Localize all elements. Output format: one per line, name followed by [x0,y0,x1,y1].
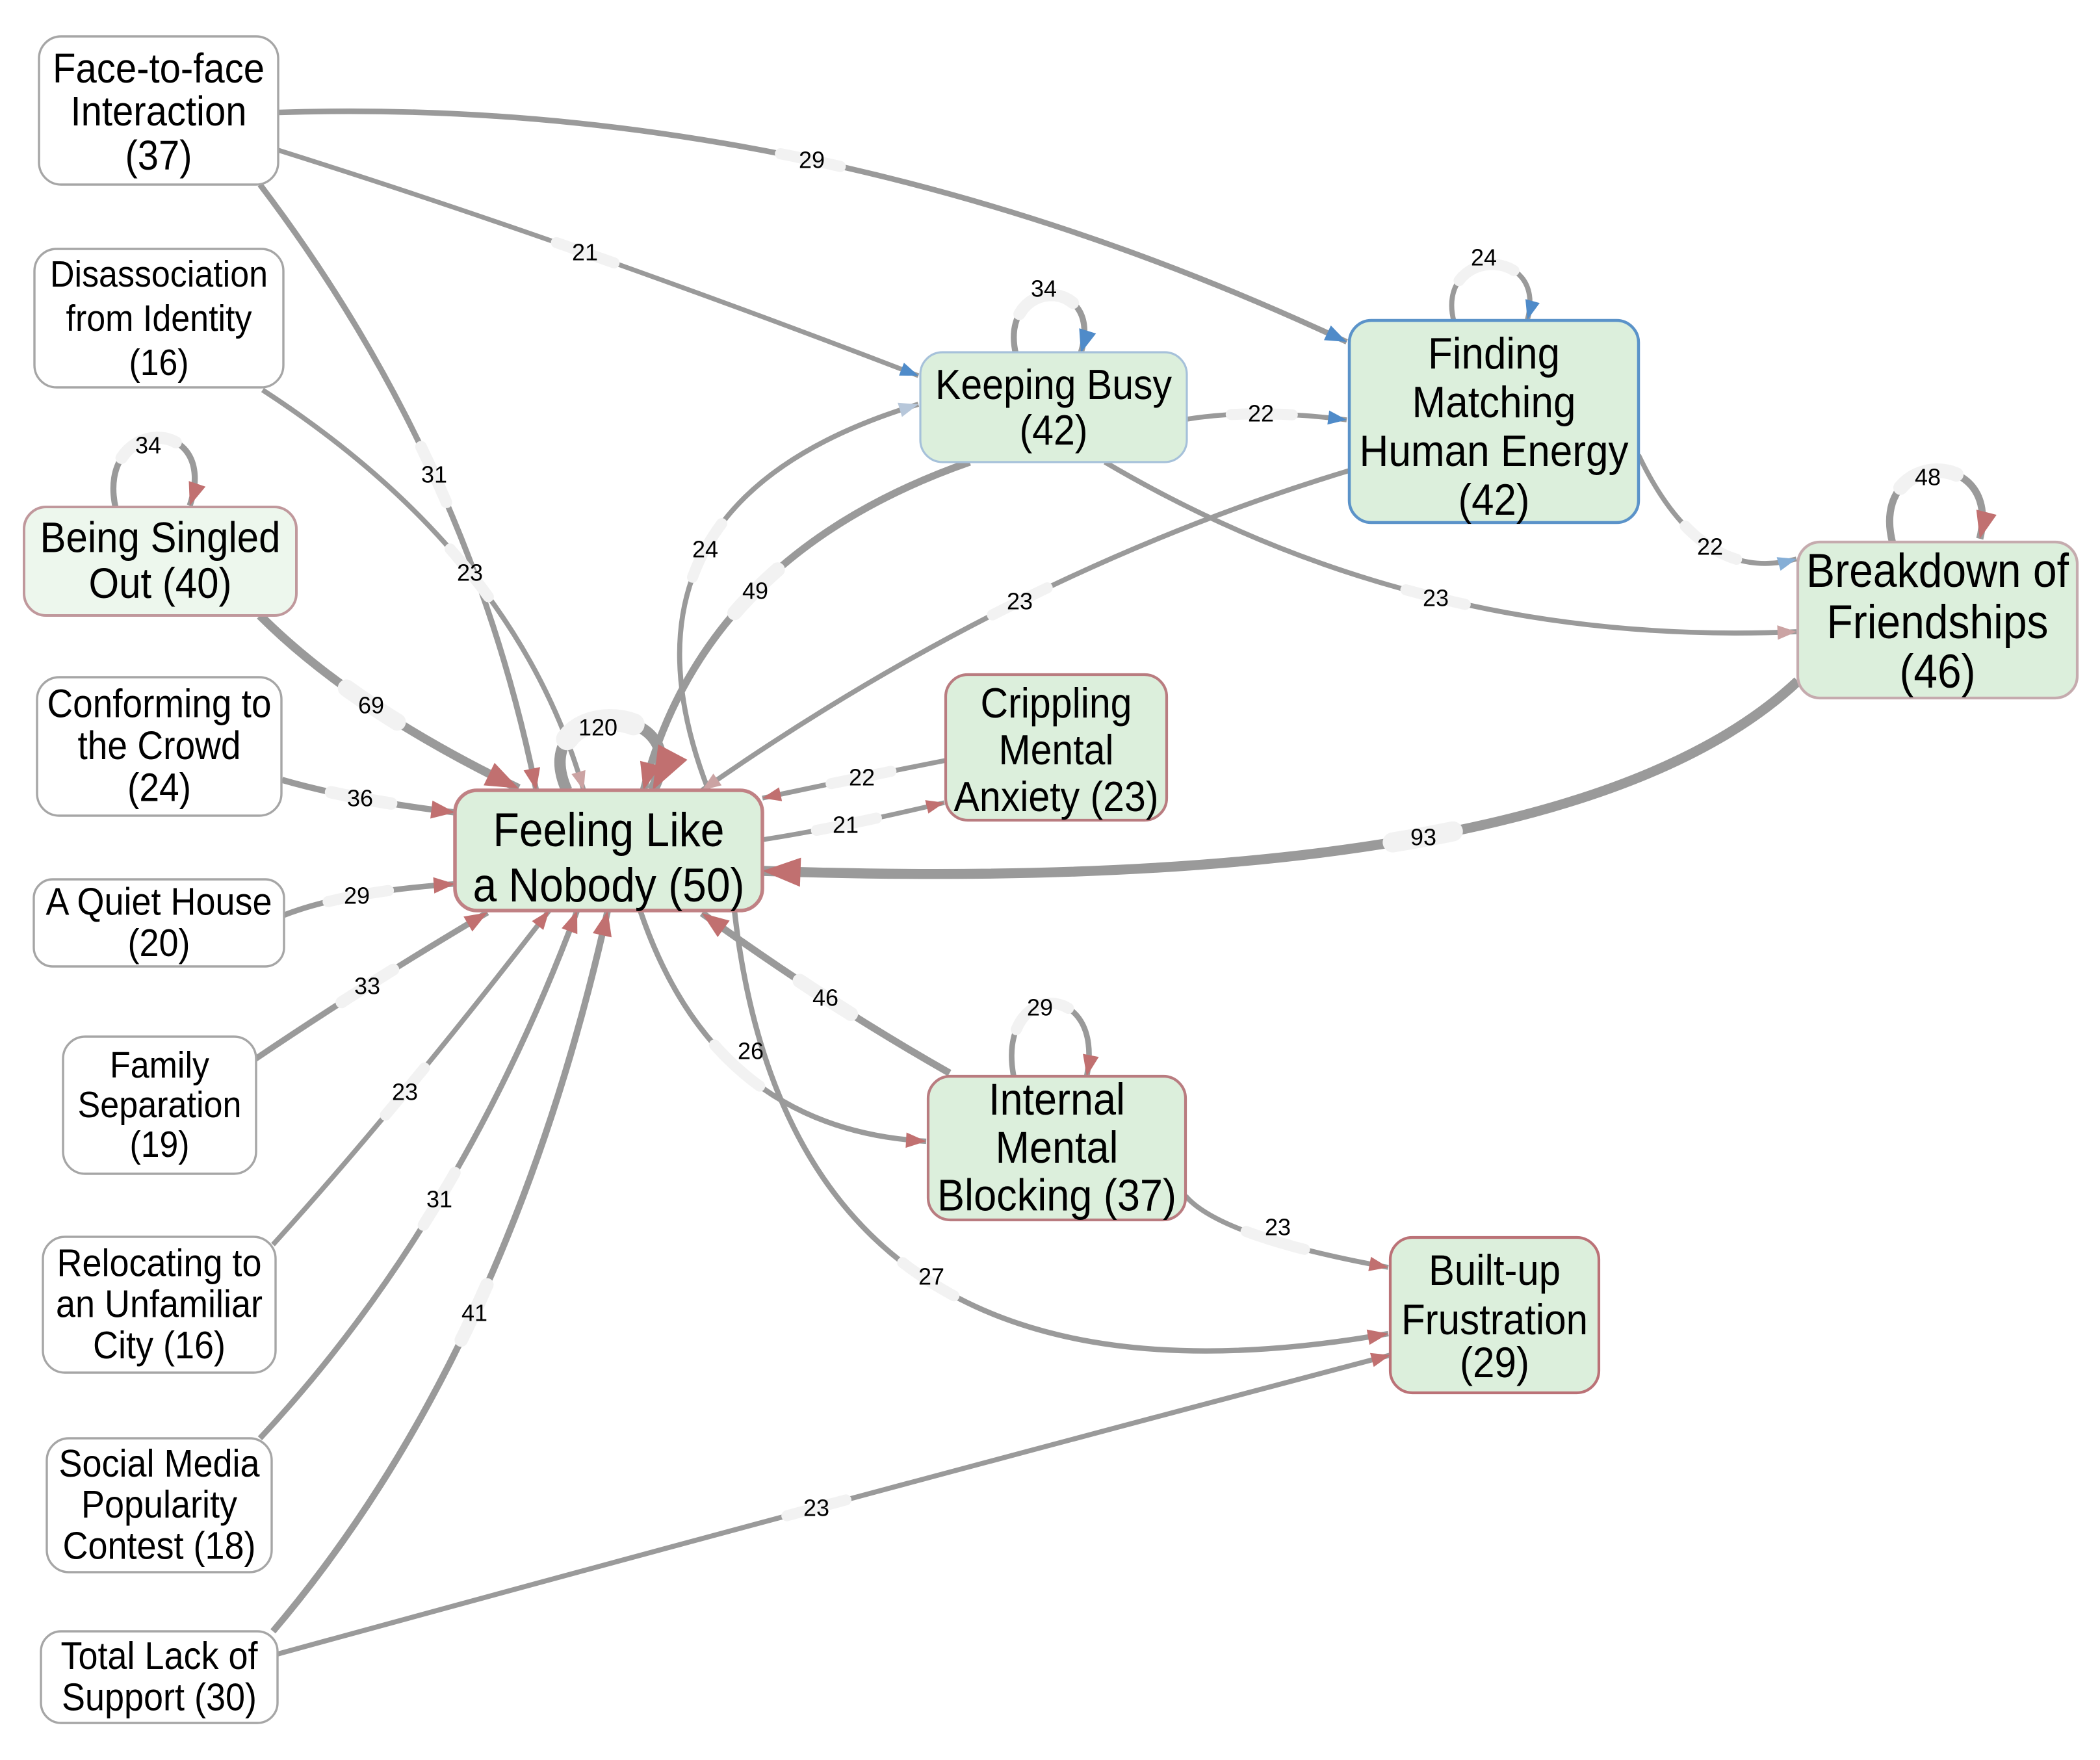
svg-text:26: 26 [738,1038,764,1065]
svg-text:23: 23 [1007,588,1033,615]
svg-text:22: 22 [1248,400,1274,427]
svg-text:Total Lack of: Total Lack of [61,1635,259,1677]
svg-text:(29): (29) [1460,1338,1529,1386]
svg-text:(16): (16) [129,342,189,383]
svg-text:22: 22 [1697,534,1723,560]
svg-text:34: 34 [135,432,161,459]
svg-text:Built-up: Built-up [1429,1246,1561,1294]
svg-text:(46): (46) [1900,645,1976,698]
svg-text:Disassociation: Disassociation [50,253,268,295]
svg-text:23: 23 [457,560,483,586]
svg-text:49: 49 [742,578,768,604]
svg-text:(20): (20) [128,922,190,964]
svg-text:23: 23 [803,1495,829,1521]
svg-text:(19): (19) [130,1124,190,1165]
svg-text:46: 46 [812,985,838,1011]
svg-text:the Crowd: the Crowd [78,723,241,768]
svg-text:Blocking (37): Blocking (37) [937,1171,1176,1221]
svg-text:Anxiety (23): Anxiety (23) [954,773,1159,820]
svg-text:A Quiet House: A Quiet House [46,881,272,924]
svg-text:31: 31 [421,461,447,488]
svg-text:Human Energy: Human Energy [1360,426,1629,476]
svg-text:23: 23 [1423,585,1449,612]
svg-text:Family: Family [110,1044,209,1086]
svg-text:Mental: Mental [999,726,1114,773]
svg-text:an Unfamiliar: an Unfamiliar [56,1283,263,1326]
svg-text:23: 23 [392,1079,418,1106]
svg-text:21: 21 [572,239,598,266]
svg-text:(24): (24) [127,765,191,809]
svg-text:Conforming to: Conforming to [47,682,272,726]
svg-text:Relocating to: Relocating to [57,1242,262,1285]
svg-text:120: 120 [578,714,617,741]
svg-text:from Identity: from Identity [66,298,252,339]
svg-text:48: 48 [1915,464,1941,491]
svg-text:Social Media: Social Media [59,1442,260,1485]
svg-text:36: 36 [347,785,373,812]
svg-text:29: 29 [344,883,370,909]
svg-text:29: 29 [1027,994,1053,1021]
svg-text:21: 21 [833,812,859,838]
svg-text:(37): (37) [125,132,192,179]
svg-text:Interaction: Interaction [71,88,247,135]
svg-text:Contest (18): Contest (18) [63,1524,256,1567]
svg-text:69: 69 [358,692,384,719]
svg-text:24: 24 [1471,244,1497,271]
svg-text:City (16): City (16) [93,1324,226,1367]
svg-text:Out (40): Out (40) [89,559,232,607]
svg-text:23: 23 [1265,1214,1291,1241]
svg-text:22: 22 [849,764,875,791]
svg-text:Frustration: Frustration [1401,1295,1588,1343]
svg-text:Feeling Like: Feeling Like [493,804,725,857]
svg-text:93: 93 [1410,824,1436,851]
svg-text:Crippling: Crippling [981,679,1132,727]
svg-text:34: 34 [1031,276,1057,302]
svg-text:Being Singled: Being Singled [40,513,281,562]
svg-text:(42): (42) [1020,406,1088,454]
svg-text:(42): (42) [1458,475,1530,524]
svg-text:29: 29 [799,147,825,174]
svg-text:Keeping Busy: Keeping Busy [935,361,1172,408]
svg-text:31: 31 [426,1186,452,1213]
svg-text:24: 24 [692,536,718,563]
svg-text:Face-to-face: Face-to-face [53,45,265,92]
svg-text:Mental: Mental [996,1122,1119,1172]
svg-text:33: 33 [354,973,380,1000]
svg-text:41: 41 [461,1300,487,1326]
svg-text:Matching: Matching [1412,378,1576,427]
svg-text:a Nobody (50): a Nobody (50) [473,859,745,912]
svg-text:Breakdown of: Breakdown of [1806,545,2069,597]
svg-text:Finding: Finding [1428,329,1560,378]
svg-text:Popularity: Popularity [81,1483,237,1526]
svg-text:Friendships: Friendships [1827,596,2049,649]
svg-text:Support (30): Support (30) [62,1676,257,1718]
svg-text:27: 27 [918,1263,944,1290]
svg-text:Separation: Separation [78,1084,242,1126]
svg-text:Internal: Internal [989,1074,1125,1124]
